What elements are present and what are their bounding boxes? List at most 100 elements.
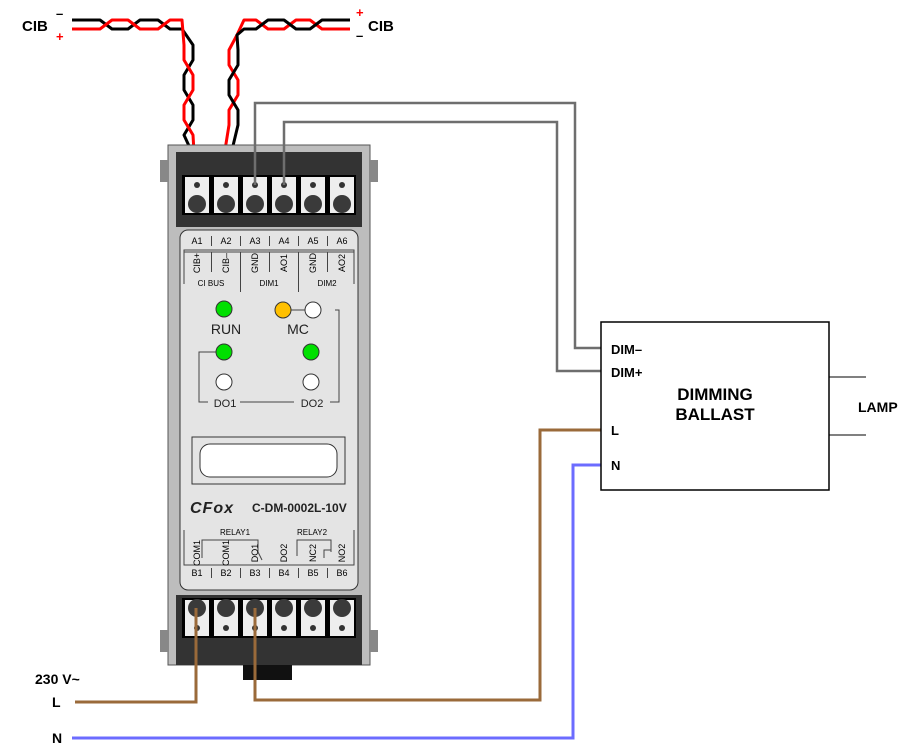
housing-tab bbox=[370, 160, 378, 182]
bottom-function-label: NO2 bbox=[337, 544, 347, 563]
housing-tab bbox=[160, 160, 168, 182]
run-led-label: RUN bbox=[211, 321, 241, 337]
ballast-l: L bbox=[611, 423, 619, 438]
dim-minus-wire bbox=[253, 101, 601, 350]
bottom-terminal-label: B1 bbox=[191, 568, 202, 578]
dim-plus-wire bbox=[282, 120, 601, 373]
cib-left-minus-sign: – bbox=[56, 6, 63, 21]
led-connector-lines bbox=[198, 309, 340, 403]
screw-icon[interactable] bbox=[333, 599, 351, 617]
bottom-function-label: COM1 bbox=[221, 540, 231, 566]
run-led bbox=[215, 300, 233, 318]
ballast-n: N bbox=[611, 458, 620, 473]
terminal-dot bbox=[194, 182, 200, 188]
live-supply-wire bbox=[75, 608, 198, 704]
screw-icon[interactable] bbox=[217, 195, 235, 213]
do2-led-green bbox=[302, 343, 320, 361]
supply-l: L bbox=[52, 694, 61, 710]
housing-tab bbox=[370, 630, 378, 652]
terminal-dot bbox=[310, 182, 316, 188]
top-terminal-frame bbox=[182, 175, 356, 215]
top-terminal-label: A4 bbox=[278, 236, 289, 246]
screw-icon[interactable] bbox=[217, 599, 235, 617]
relay1-label: RELAY1 bbox=[220, 528, 251, 537]
mc-led-label: MC bbox=[287, 321, 309, 337]
screw-icon[interactable] bbox=[304, 195, 322, 213]
bottom-terminal-label: B3 bbox=[249, 568, 260, 578]
ballast-title-2: BALLAST bbox=[675, 405, 755, 424]
terminal-dot bbox=[310, 625, 316, 631]
bottom-function-label: DO1 bbox=[250, 544, 260, 563]
terminal-dot bbox=[223, 625, 229, 631]
top-function-label: CIB– bbox=[221, 253, 231, 273]
cib-right-label: CIB bbox=[368, 18, 394, 35]
bottom-terminal-label: B2 bbox=[220, 568, 231, 578]
ballast-dim-minus: DIM– bbox=[611, 342, 642, 357]
relay2-label: RELAY2 bbox=[297, 528, 328, 537]
group-dim1: DIM1 bbox=[259, 279, 279, 288]
front-panel bbox=[179, 229, 359, 591]
cib-left-label: CIB bbox=[22, 18, 48, 35]
top-terminal-label: A3 bbox=[249, 236, 260, 246]
bottom-function-label: NC2 bbox=[308, 544, 318, 562]
bottom-terminal-label: B5 bbox=[307, 568, 318, 578]
housing-tab bbox=[160, 630, 168, 652]
terminal-dot bbox=[281, 625, 287, 631]
bottom-terminal-label: B4 bbox=[278, 568, 289, 578]
bottom-terminal-label: B6 bbox=[336, 568, 347, 578]
label-window-frame bbox=[191, 436, 346, 485]
din-rail-clip bbox=[243, 665, 292, 680]
do1-led-label: DO1 bbox=[214, 398, 237, 410]
live-ballast-wire bbox=[253, 428, 601, 702]
top-function-label: GND bbox=[250, 253, 260, 274]
cib-left-plus-sign: + bbox=[56, 29, 64, 44]
screw-icon[interactable] bbox=[275, 195, 293, 213]
model-number: C-DM-0002L-10V bbox=[252, 501, 347, 515]
top-terminal-label: A6 bbox=[336, 236, 347, 246]
bottom-label-frame bbox=[183, 530, 355, 566]
top-function-label: CIB+ bbox=[192, 253, 202, 273]
cib-left-plus-wire bbox=[72, 18, 199, 206]
bottom-function-label: DO2 bbox=[279, 544, 289, 563]
group-dim2: DIM2 bbox=[317, 279, 337, 288]
bottom-function-label: COM1 bbox=[192, 540, 202, 566]
top-terminal-label: A2 bbox=[220, 236, 231, 246]
screw-icon[interactable] bbox=[188, 195, 206, 213]
cib-bus-left-wires bbox=[72, 18, 228, 206]
mc-led-white bbox=[304, 301, 322, 319]
cib-right-minus-sign: – bbox=[356, 28, 363, 43]
screw-icon[interactable] bbox=[304, 599, 322, 617]
top-function-label: GND bbox=[308, 253, 318, 274]
bottom-terminal-frame bbox=[182, 598, 356, 638]
label-window bbox=[199, 443, 338, 478]
brand-logo: CFox bbox=[190, 500, 234, 517]
screw-icon[interactable] bbox=[275, 599, 293, 617]
terminal-dot bbox=[339, 182, 345, 188]
terminal-dot bbox=[339, 625, 345, 631]
ballast-title-1: DIMMING bbox=[677, 385, 753, 404]
supply-n: N bbox=[52, 730, 62, 746]
screw-icon[interactable] bbox=[246, 195, 264, 213]
terminal-dot bbox=[223, 182, 229, 188]
dimming-ballast bbox=[600, 321, 830, 491]
supply-voltage: 230 V~ bbox=[35, 671, 80, 687]
top-terminal-label: A1 bbox=[191, 236, 202, 246]
do2-led-label: DO2 bbox=[301, 398, 324, 410]
mc-led-orange bbox=[274, 301, 292, 319]
top-label-frame bbox=[183, 249, 355, 284]
do1-led-green bbox=[215, 343, 233, 361]
do1-led-white bbox=[215, 373, 233, 391]
group-ci-bus: CI BUS bbox=[198, 279, 225, 288]
ballast-dim-plus: DIM+ bbox=[611, 365, 643, 380]
lamp-label: LAMP bbox=[858, 399, 898, 415]
cib-right-minus-wire bbox=[224, 18, 350, 206]
top-function-label: AO1 bbox=[279, 254, 289, 272]
cib-left-minus-wire bbox=[72, 18, 228, 206]
neutral-wire bbox=[72, 463, 601, 740]
screw-icon[interactable] bbox=[333, 195, 351, 213]
cib-bus-right-wires bbox=[195, 18, 350, 206]
cib-right-plus-sign: + bbox=[356, 5, 364, 20]
top-function-label: AO2 bbox=[337, 254, 347, 272]
